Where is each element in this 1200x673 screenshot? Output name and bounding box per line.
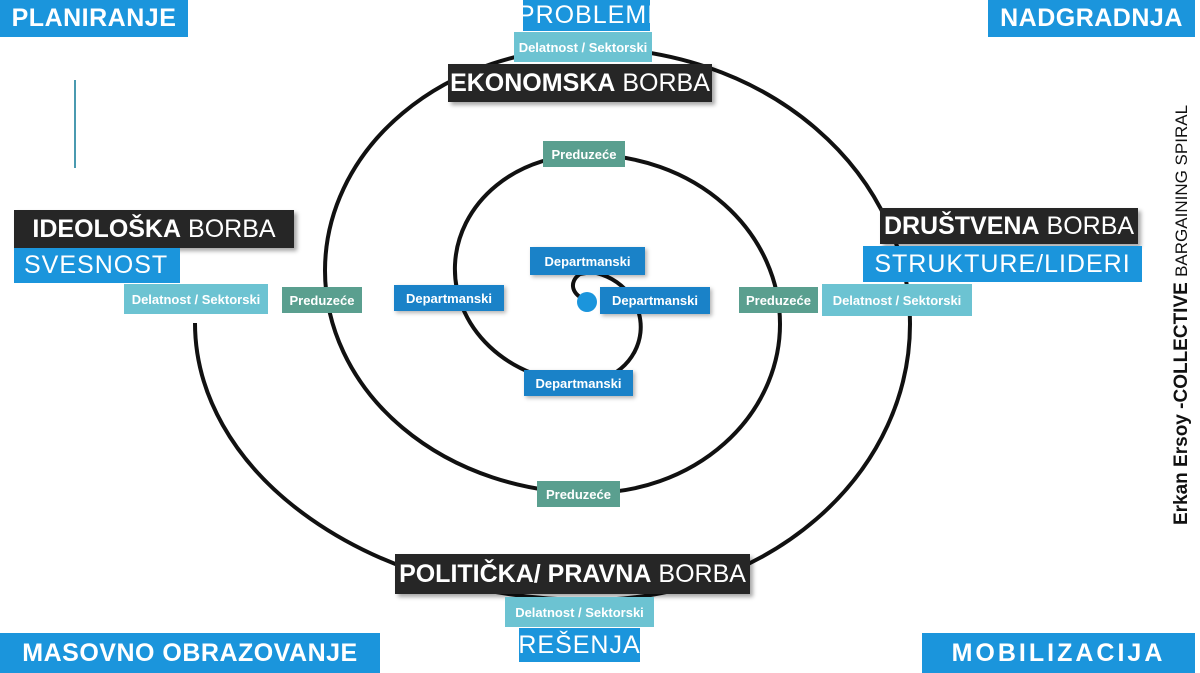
corner-nadgradnja: NADGRADNJA	[988, 0, 1195, 37]
bargaining-spiral	[193, 45, 912, 603]
sector-label-left: Delatnost / Sektorski	[124, 284, 268, 314]
company-label-right: Preduzeće	[739, 287, 818, 313]
struggle-ideological-light: BORBA	[188, 214, 276, 243]
department-label-left: Departmanski	[394, 285, 504, 311]
sector-label-bottom: Delatnost / Sektorski	[505, 597, 654, 627]
sector-label-top: Delatnost / Sektorski	[514, 32, 652, 62]
corner-mobilizacija: MOBILIZACIJA	[922, 633, 1195, 673]
struggle-political-light: BORBA	[658, 559, 746, 588]
struggle-social-bold: DRUŠTVENA	[883, 211, 1040, 240]
outcome-problemi: PROBLEMI	[517, 0, 656, 31]
vertical-title-subtitle: BARGAINING SPIRAL	[1172, 104, 1191, 277]
struggle-ideological-bold: IDEOLOŠKA	[32, 214, 182, 243]
struggle-economic-light: BORBA	[622, 68, 710, 97]
department-label-top: Departmanski	[530, 247, 645, 275]
sector-label-right: Delatnost / Sektorski	[822, 284, 972, 316]
vertical-title: Erkan Ersoy -COLLECTIVE BARGAINING SPIRA…	[1171, 105, 1193, 525]
struggle-social-light: BORBA	[1046, 211, 1135, 240]
vertical-title-author: Erkan Ersoy -COLLECTIVE	[1171, 282, 1192, 526]
outcome-strukture-lideri: STRUKTURE/LIDERI	[863, 246, 1142, 282]
struggle-political-bold: POLITIČKA/ PRAVNA	[399, 559, 652, 588]
corner-masovno-obrazovanje: MASOVNO OBRAZOVANJE	[0, 633, 380, 673]
struggle-economic-bold: EKONOMSKA	[450, 68, 616, 97]
company-label-top: Preduzeće	[543, 141, 625, 167]
company-label-left: Preduzeće	[282, 287, 362, 313]
department-label-right: Departmanski	[600, 287, 710, 314]
corner-planiranje: PLANIRANJE	[0, 0, 188, 37]
outcome-svesnost: SVESNOST	[14, 248, 180, 283]
spiral-center-dot	[577, 292, 597, 312]
company-label-bottom: Preduzeće	[537, 481, 620, 507]
department-label-bottom: Departmanski	[524, 370, 633, 396]
outcome-resenja: REŠENJA	[518, 628, 640, 662]
